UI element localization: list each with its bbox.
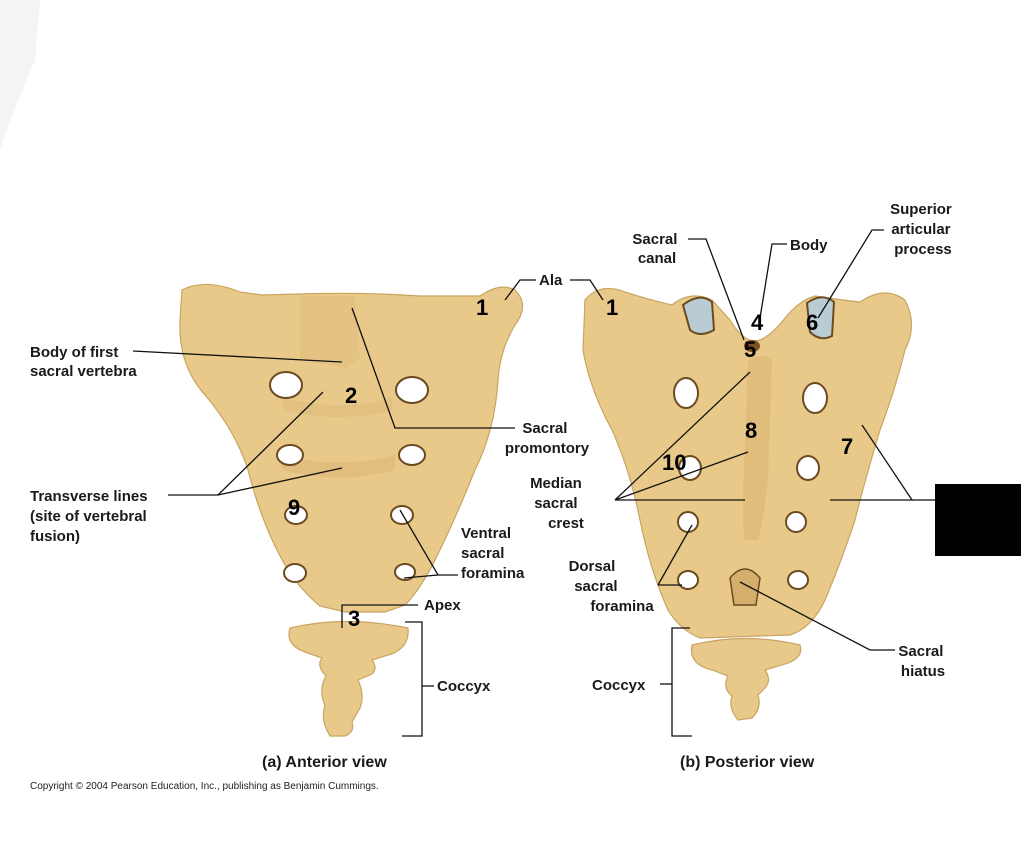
label-ventral-sacral-foramina: Ventral sacral foramina <box>461 525 525 582</box>
copyright-notice: Copyright © 2004 Pearson Education, Inc.… <box>30 781 379 792</box>
number-7: 7 <box>841 434 853 459</box>
label-apex: Apex <box>424 597 461 614</box>
left-superior-articular-facet <box>681 296 716 335</box>
anterior-sacrum-body <box>179 283 524 613</box>
anterior-transverse-ridge-2 <box>282 398 392 417</box>
number-10: 10 <box>662 450 686 475</box>
label-median-sacral-crest: Median sacral crest <box>530 475 586 532</box>
dorsal-foramen-left-2 <box>678 455 702 481</box>
dorsal-foramen-right-3 <box>785 511 807 533</box>
label-superior-articular-process: Superior articular process <box>890 201 956 258</box>
ventral-foramen-left-1 <box>269 371 303 399</box>
dorsal-foramen-right-4 <box>787 570 809 590</box>
right-superior-articular-facet <box>805 296 836 340</box>
label-dorsal-sacral-foramina: Dorsal sacral foramina <box>569 558 655 615</box>
number-1-anterior: 1 <box>476 295 488 320</box>
label-body-first-sacral-vertebra: Body of first sacral vertebra <box>30 344 137 380</box>
number-4: 4 <box>751 310 764 335</box>
anterior-transverse-ridge <box>280 455 395 478</box>
label-ala: Ala <box>539 272 563 289</box>
ventral-foramen-right-1 <box>395 376 429 404</box>
anterior-body-band <box>300 296 360 368</box>
number-2: 2 <box>345 383 357 408</box>
dorsal-foramen-right-2 <box>796 455 820 481</box>
dorsal-foramen-left-1 <box>673 377 699 409</box>
number-1-posterior: 1 <box>606 295 618 320</box>
dorsal-foramen-left-3 <box>677 511 699 533</box>
label-coccyx-anterior: Coccyx <box>437 678 491 695</box>
redaction-box <box>935 484 1021 556</box>
caption-posterior-view: (b) Posterior view <box>680 754 815 771</box>
dorsal-foramen-left-4 <box>677 570 699 590</box>
anterior-sacrum-illustration <box>179 283 524 737</box>
ventral-foramen-left-2 <box>276 444 304 466</box>
caption-anterior-view: (a) Anterior view <box>262 754 387 771</box>
label-sacral-hiatus: Sacral hiatus <box>898 643 947 680</box>
sacral-hiatus-notch <box>729 568 761 606</box>
sacral-canal-opening <box>744 340 760 352</box>
median-sacral-crest-ridge <box>743 356 772 540</box>
dorsal-foramen-right-1 <box>802 382 828 414</box>
label-transverse-lines: Transverse lines (site of vertebral fusi… <box>30 488 152 545</box>
number-6: 6 <box>806 310 818 335</box>
label-sacral-promontory: Sacral promontory <box>505 420 590 457</box>
leader-lines <box>132 229 935 737</box>
number-5: 5 <box>744 337 756 362</box>
posterior-sacrum-illustration <box>582 287 913 721</box>
label-sacral-canal: Sacral canal <box>632 231 681 267</box>
label-coccyx-posterior: Coccyx <box>592 677 646 694</box>
label-body: Body <box>790 237 828 254</box>
ventral-foramen-left-4 <box>283 563 307 583</box>
ventral-foramen-right-3 <box>390 505 414 525</box>
page-corner-shadow <box>0 0 40 150</box>
number-9: 9 <box>288 495 300 520</box>
number-3: 3 <box>348 606 360 631</box>
posterior-coccyx <box>690 637 802 721</box>
ventral-foramen-left-3 <box>284 505 308 525</box>
ventral-foramen-right-4 <box>394 563 416 581</box>
ventral-foramen-right-2 <box>398 444 426 466</box>
anterior-coccyx <box>288 620 409 737</box>
number-8: 8 <box>745 418 757 443</box>
